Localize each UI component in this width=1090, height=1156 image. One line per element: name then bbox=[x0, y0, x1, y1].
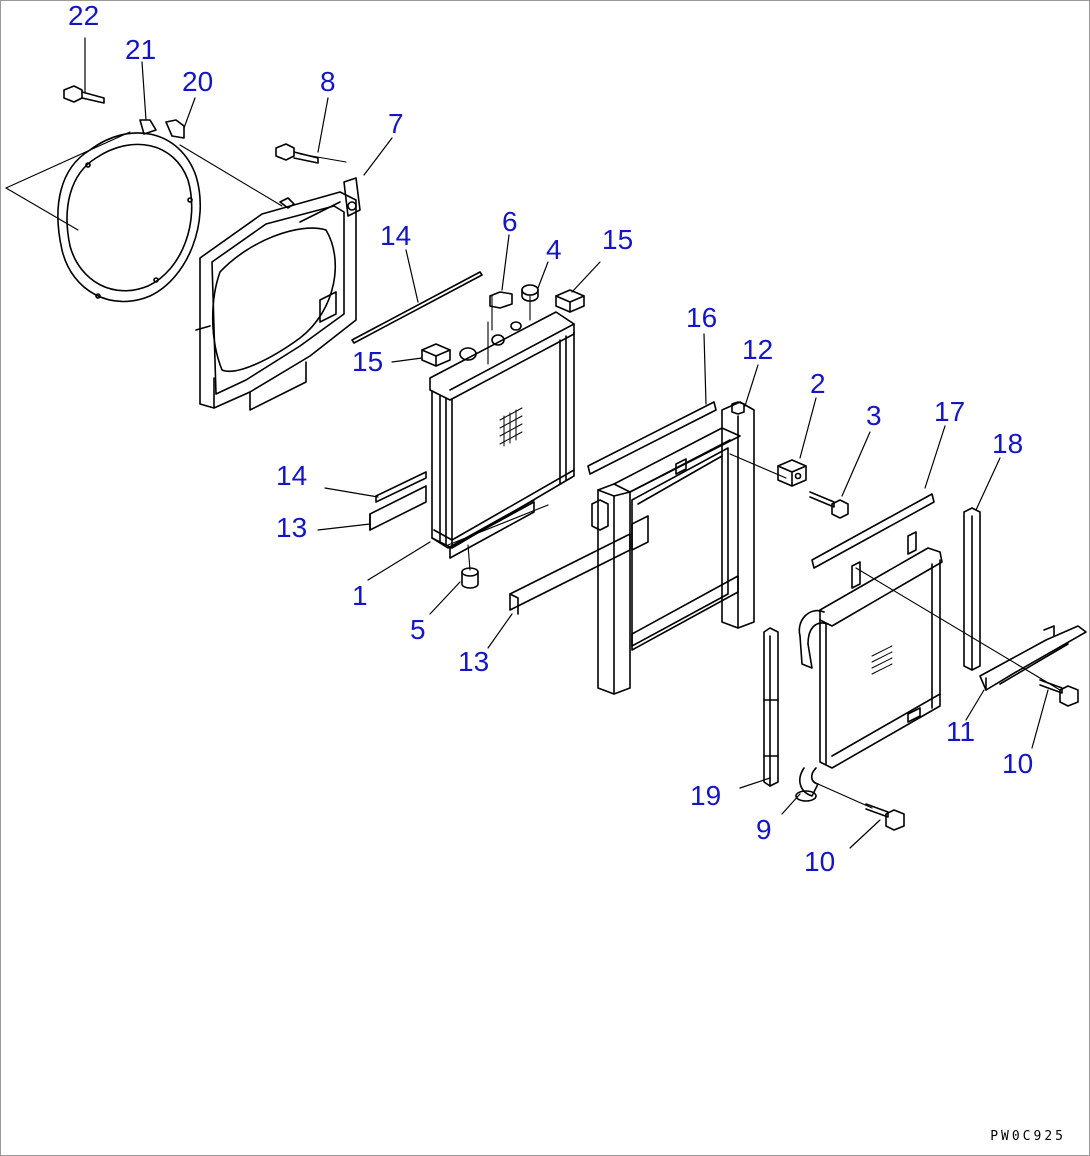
drawing-code: PW0C925 bbox=[990, 1129, 1066, 1144]
callout-14-upper: 14 bbox=[380, 220, 412, 251]
callout-13-upper: 13 bbox=[276, 512, 308, 543]
fan-ring-20 bbox=[57, 119, 201, 303]
plug-4 bbox=[521, 284, 539, 302]
callout-17: 17 bbox=[934, 396, 966, 427]
callout-1: 1 bbox=[352, 580, 368, 611]
cap-6 bbox=[489, 291, 513, 309]
bracket-7 bbox=[343, 177, 361, 217]
drain-plug-5 bbox=[461, 567, 479, 589]
callout-21: 21 bbox=[125, 34, 157, 65]
leader-lines bbox=[84, 37, 1049, 849]
bracket-11 bbox=[979, 625, 1087, 691]
seal-strip-14-upper bbox=[351, 271, 483, 344]
bolt-10-right bbox=[1039, 679, 1079, 707]
callout-12: 12 bbox=[742, 334, 774, 365]
callout-7: 7 bbox=[388, 108, 404, 139]
callout-6: 6 bbox=[502, 206, 518, 237]
callout-15-left: 15 bbox=[352, 346, 384, 377]
radiator-1 bbox=[429, 311, 575, 559]
callout-10-right: 10 bbox=[1002, 748, 1034, 779]
foam-seal-13-upper bbox=[369, 485, 427, 531]
callout-14-lower: 14 bbox=[276, 460, 308, 491]
callout-13-lower: 13 bbox=[458, 646, 490, 677]
bolt-10-lower bbox=[865, 803, 905, 831]
callout-10-lower: 10 bbox=[804, 846, 836, 877]
cooler-assembly bbox=[795, 531, 943, 802]
side-strip-18 bbox=[963, 507, 981, 671]
callout-18: 18 bbox=[992, 428, 1024, 459]
callout-9: 9 bbox=[756, 814, 772, 845]
callout-19: 19 bbox=[690, 780, 722, 811]
bolt-8 bbox=[275, 143, 319, 164]
callout-3: 3 bbox=[866, 400, 882, 431]
foam-seal-13-lower bbox=[509, 533, 631, 615]
callout-8: 8 bbox=[320, 66, 336, 97]
foam-block-15-right bbox=[555, 289, 585, 313]
strip-16 bbox=[587, 401, 717, 475]
callout-11: 11 bbox=[946, 716, 976, 747]
fan-shroud bbox=[195, 191, 357, 411]
callout-4: 4 bbox=[546, 234, 562, 265]
side-strip-19 bbox=[763, 627, 779, 787]
strip-17 bbox=[811, 493, 935, 569]
seal-strip-14-lower bbox=[375, 471, 427, 503]
callout-15-right: 15 bbox=[602, 224, 634, 255]
bolt-3 bbox=[809, 491, 849, 519]
frame-12 bbox=[591, 401, 755, 695]
tab-21 bbox=[139, 119, 157, 135]
callout-16: 16 bbox=[686, 302, 718, 333]
callout-22: 22 bbox=[68, 0, 100, 31]
bracket-2 bbox=[777, 459, 807, 487]
alignment-lines bbox=[5, 131, 1061, 809]
bolt-22 bbox=[63, 85, 105, 104]
foam-block-15-left bbox=[421, 343, 451, 367]
callout-20: 20 bbox=[182, 66, 214, 97]
callout-2: 2 bbox=[810, 368, 826, 399]
callout-5: 5 bbox=[410, 614, 426, 645]
